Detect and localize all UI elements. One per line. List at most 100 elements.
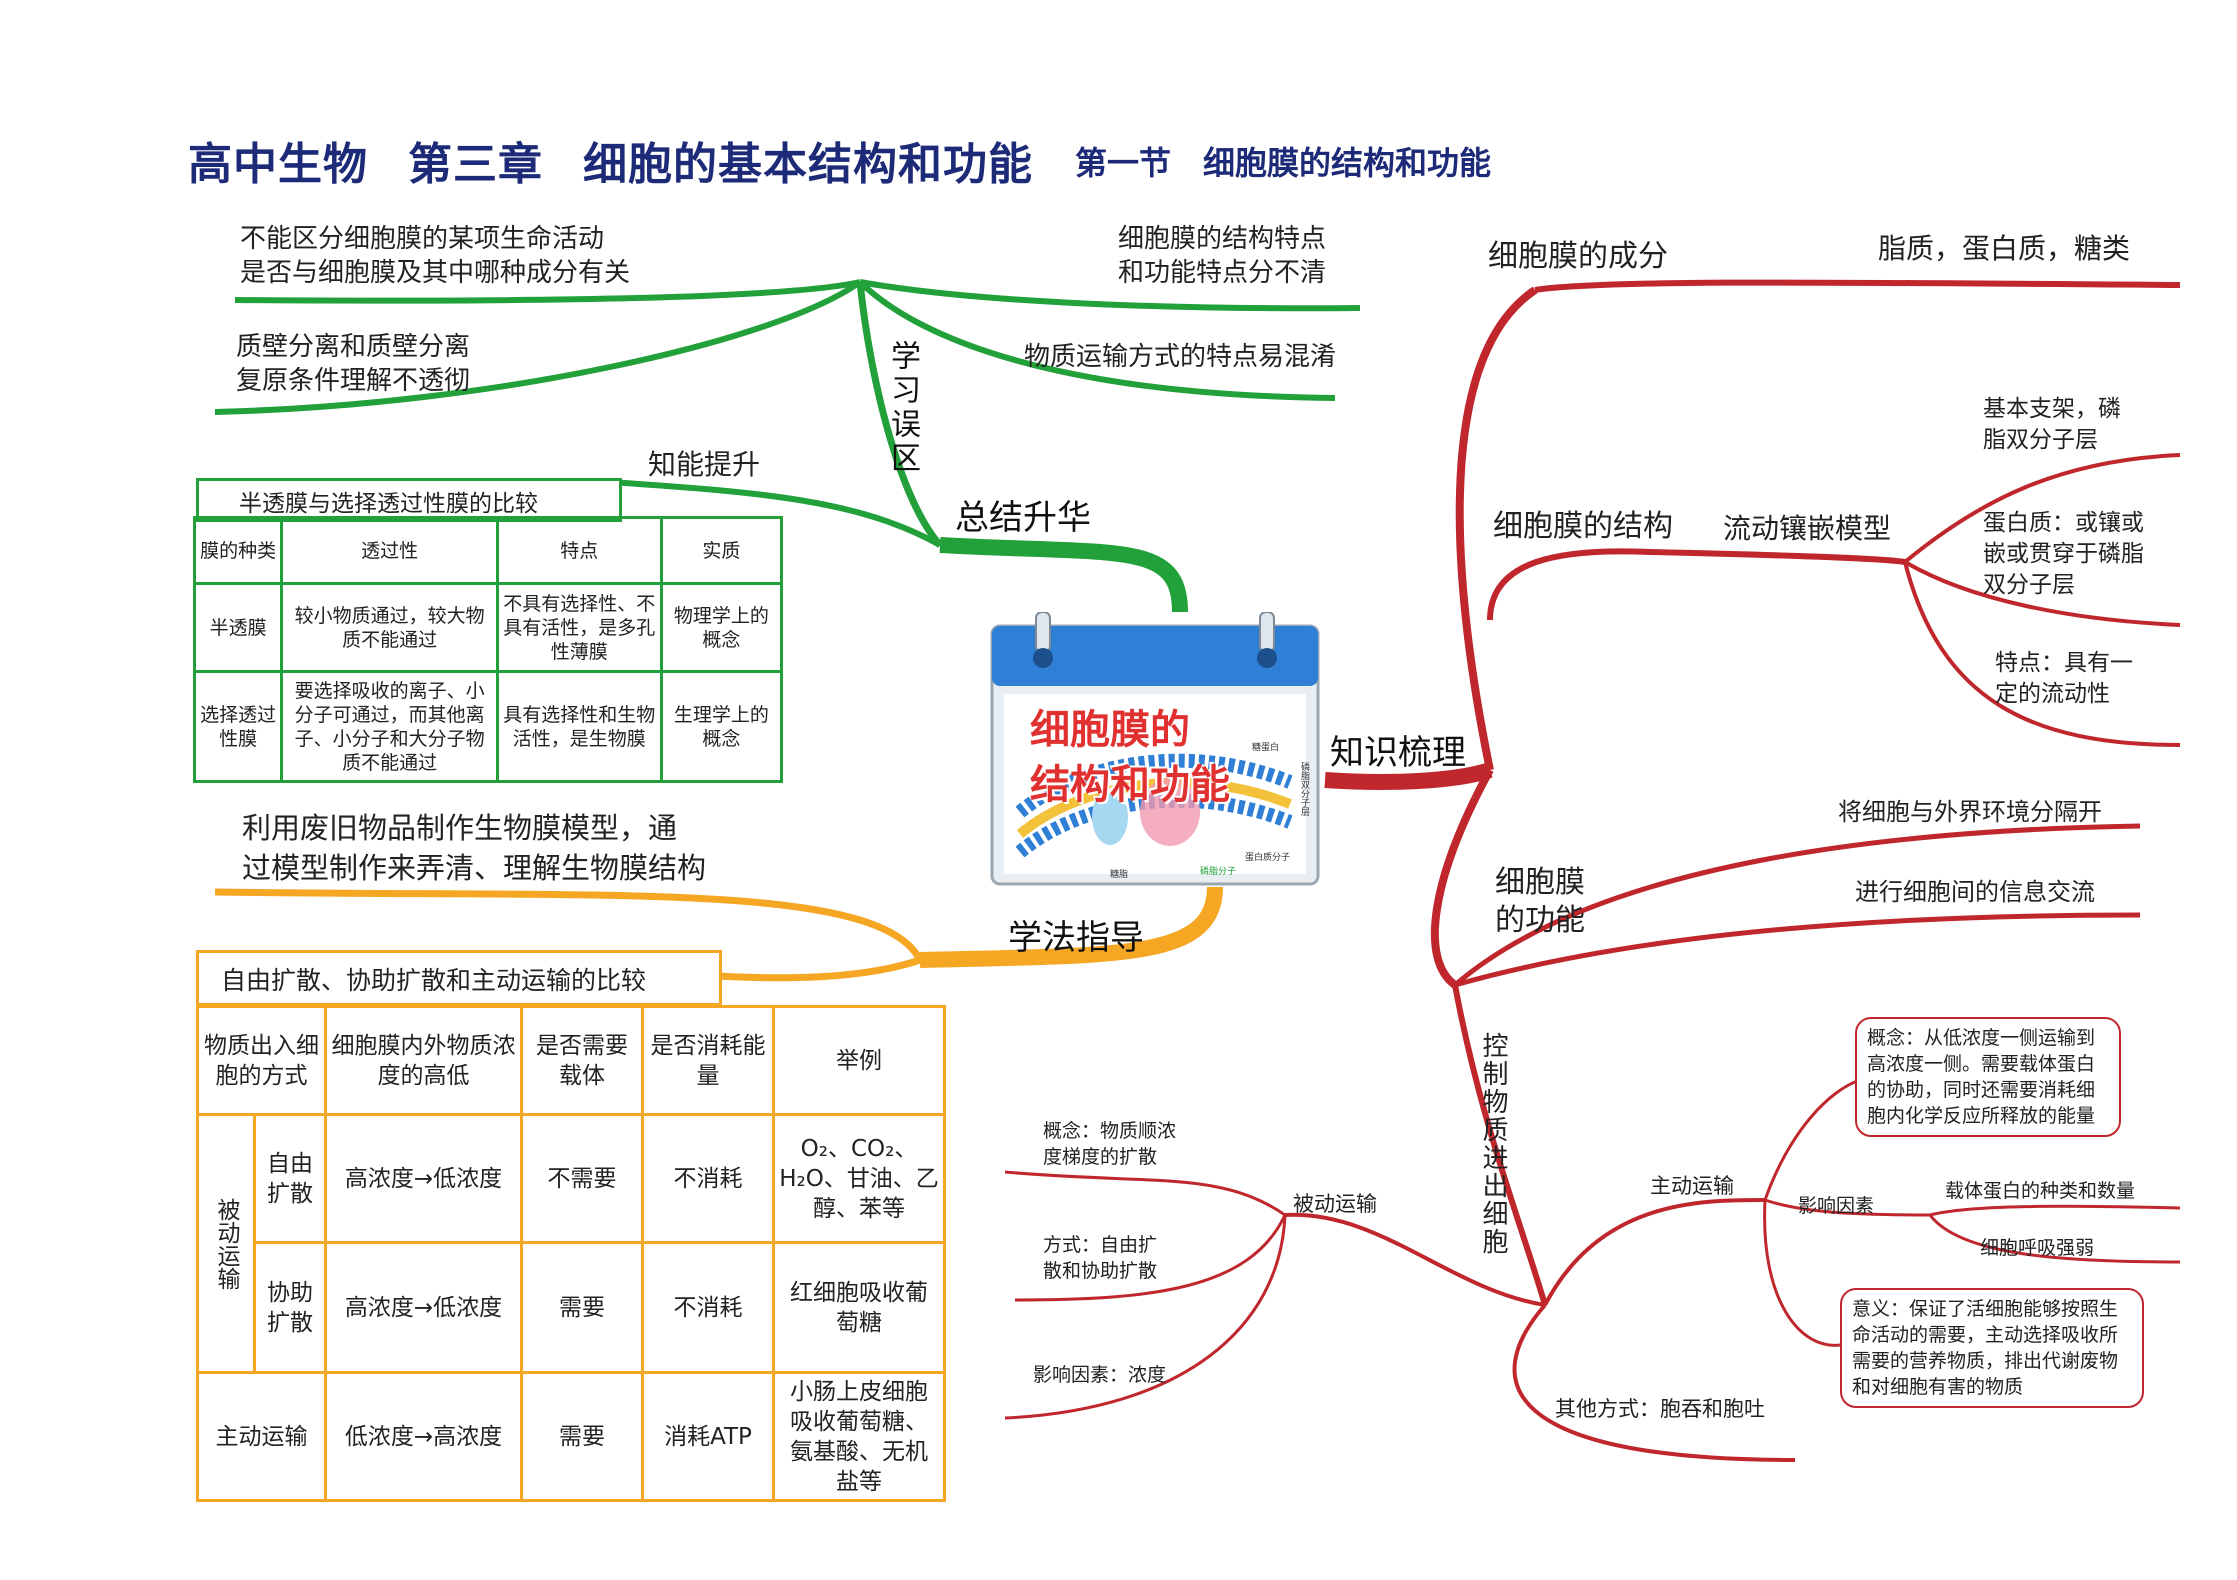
node-structure-2: 蛋白质：或镶或嵌或贯穿于磷脂双分子层 [1983,510,2144,598]
red-a-f2 [1928,1214,2181,1264]
label-protein: 蛋白质分子 [1245,853,1291,863]
red-p1 [1004,1170,1286,1217]
green-m3 [859,279,1361,312]
node-passive-concept: 概念：物质顺浓度梯度的扩散 [1043,1120,1177,1168]
membrane-table: 膜的种类 透过性 特点 实质 半透膜 较小物质通过，较大物质不能通过 不具有选择… [192,516,784,783]
membrane-header: 实质 [659,516,784,585]
orange-method [214,888,924,962]
label-glycoprotein: 糖蛋白 [1252,743,1280,753]
green-upgrade-branch [609,479,942,548]
red-passive [1284,1212,1546,1307]
misconception-1: 不能区分细胞膜的某项生命活动是否与细胞膜及其中哪种成分有关 [240,224,631,288]
orange-table-link [699,956,922,982]
node-other-ways: 其他方式：胞吞和胞吐 [1555,1397,1765,1421]
table-row: 半透膜 较小物质通过，较大物质不能通过 不具有选择性、不具有活性，是多孔性薄膜 … [192,582,784,673]
green-m4 [857,279,1336,401]
red-s2 [1903,560,2181,627]
transport-header: 是否消耗能量 [641,1005,775,1116]
node-passive-ways: 方式：自由扩散和协助扩散 [1043,1234,1158,1282]
red-a-meaning [1763,1199,1841,1347]
table-row: 被动运输 自由扩散 高浓度→低浓度 不需要 不消耗 O₂、CO₂、H₂O、甘油、… [196,1113,946,1374]
subtitle-section-name: 细胞膜的结构和功能 [1203,144,1492,182]
title-subject: 高中生物 [188,139,368,190]
red-trunk [1455,286,1538,771]
green-main-branch [939,537,1188,613]
page-subtitle: 第一节细胞膜的结构和功能 [1075,138,1523,184]
label-phospholipid: 磷脂分子 [1200,867,1237,877]
misconception-2: 质壁分离和质壁分离复原条件理解不透彻 [236,332,471,396]
node-active-factor-2: 细胞呼吸强弱 [1980,1237,2095,1259]
green-trunk-upper [856,281,943,548]
branch-summary: 总结升华 [955,498,1091,538]
label-glycolipid: 糖脂 [1110,870,1129,880]
red-other [1512,1303,1796,1462]
node-structure: 细胞膜的结构 [1493,509,1673,544]
red-s1 [1903,453,2181,564]
misconception-3: 细胞膜的结构特点和功能特点分不清 [1118,224,1327,288]
node-composition-value: 脂质，蛋白质，糖类 [1878,232,2131,265]
red-main-branch [1324,762,1493,790]
node-composition: 细胞膜的成分 [1488,239,1668,274]
center-title-line1: 细胞膜的 [1030,707,1190,753]
green-m1 [234,279,861,304]
red-f1 [1453,823,2141,987]
red-p2 [1014,1214,1287,1302]
node-active-factor-1: 载体蛋白的种类和数量 [1945,1180,2136,1202]
node-active-factors: 影响因素 [1798,1195,1875,1217]
title-chapter-name: 细胞的基本结构和功能 [583,139,1033,190]
node-active-concept: 概念：从低浓度一侧运输到高浓度一侧。需要载体蛋白的协助，同时还需要消耗细胞内化学… [1855,1017,2121,1137]
green-m2 [214,279,862,415]
membrane-table-title: 半透膜与选择透过性膜的比较 [239,491,538,517]
calendar-icon [990,611,1320,886]
center-topic-card: 细胞膜的 结构和功能 磷脂双分子层 蛋白质分子 糖蛋白 糖脂 磷脂分子 [990,611,1320,887]
branch-upgrade: 知能提升 [648,448,761,481]
red-s3 [1903,561,2181,747]
red-composition [1534,279,2181,293]
transport-table: 物质出入细胞的方式 细胞膜内外物质浓度的高低 是否需要载体 是否消耗能量 举例 … [196,1005,946,1502]
node-passive-factor: 影响因素：浓度 [1033,1364,1167,1386]
page-title: 高中生物第三章细胞的基本结构和功能 [188,128,1073,192]
node-function-2: 进行细胞间的信息交流 [1855,878,2095,906]
node-active-meaning: 意义：保证了活细胞能够按照生命活动的需要，主动选择吸收所需要的营养物质，排出代谢… [1840,1288,2144,1408]
transport-table-title: 自由扩散、协助扩散和主动运输的比较 [221,966,647,995]
misconception-4: 物质运输方式的特点易混淆 [1024,342,1337,372]
transport-table-tab: 自由扩散、协助扩散和主动运输的比较 [196,950,722,1006]
orange-main-branch [919,886,1223,968]
branch-knowledge: 知识梳理 [1330,733,1466,773]
table-row: 协助扩散 高浓度→低浓度 需要 不消耗 红细胞吸收葡萄糖 [198,1241,946,1374]
membrane-header: 膜的种类 [192,516,284,585]
red-f2 [1454,912,2141,988]
membrane-header: 特点 [495,516,663,585]
node-active: 主动运输 [1650,1174,1734,1198]
transport-header: 举例 [772,1005,946,1116]
label-bilayer: 磷脂双分子层 [1299,762,1309,816]
subtitle-section: 第一节 [1075,144,1172,182]
red-structure [1487,548,1906,621]
title-chapter: 第三章 [408,139,543,190]
branch-misconception: 学习误区 [885,340,920,476]
red-trunk-low [1430,768,1494,989]
node-passive: 被动运输 [1293,1192,1377,1216]
node-function: 细胞膜的功能 [1495,865,1585,938]
red-p3 [1004,1214,1287,1420]
transport-header: 是否需要载体 [520,1005,644,1116]
node-function-1: 将细胞与外界环境分隔开 [1838,798,2102,826]
branch-method: 学法指导 [1008,918,1144,958]
red-a-f1 [1929,1204,2181,1217]
method-text: 利用废旧物品制作生物膜模型，通过模型制作来弄清、理解生物膜结构 [242,811,707,885]
red-a-concept [1763,1078,1861,1201]
table-row: 选择透过性膜 要选择吸收的离子、小分子可通过，而其他离子、小分子和大分子物质不能… [192,670,784,783]
transport-header: 细胞膜内外物质浓度的高低 [324,1005,523,1116]
red-transport [1452,984,1548,1306]
node-structure-1: 基本支架，磷脂双分子层 [1983,396,2121,453]
membrane-table-tab: 半透膜与选择透过性膜的比较 [196,478,622,522]
table-row: 主动运输 低浓度→高浓度 需要 消耗ATP 小肠上皮细胞吸收葡萄糖、氨基酸、无机… [196,1371,946,1502]
center-title-line2: 结构和功能 [1030,762,1230,808]
node-structure-3: 特点：具有一定的流动性 [1995,650,2133,707]
transport-header: 物质出入细胞的方式 [196,1005,327,1116]
red-a-factor [1764,1198,1931,1217]
red-active [1543,1198,1766,1306]
branch-transport: 控制物质进出细胞 [1478,1032,1508,1256]
node-fluid-mosaic: 流动镶嵌模型 [1723,512,1892,545]
